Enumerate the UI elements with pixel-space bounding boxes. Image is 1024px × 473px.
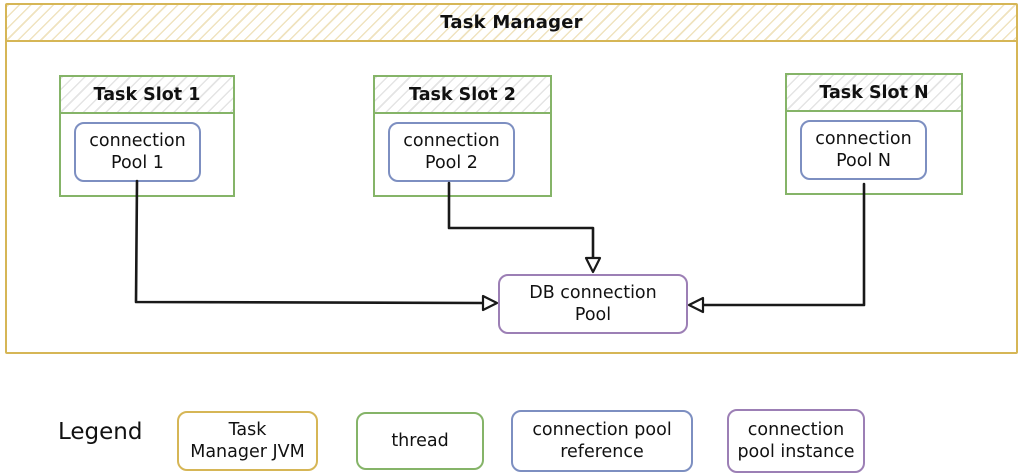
connection-pool-n-node: connection Pool N xyxy=(800,120,927,180)
legend-connection-pool-instance: connection pool instance xyxy=(727,409,865,473)
legend-connection-pool-reference: connection pool reference xyxy=(511,410,693,472)
legend-thread: thread xyxy=(356,412,484,470)
task-manager-title: Task Manager xyxy=(440,12,583,33)
task-slot-1: Task Slot 1 connection Pool 1 xyxy=(59,75,235,197)
task-slot-1-title: Task Slot 1 xyxy=(61,77,233,114)
legend-task-manager-jvm: Task Manager JVM xyxy=(177,411,318,471)
connection-pool-2-node: connection Pool 2 xyxy=(388,122,515,182)
connection-pool-1-node: connection Pool 1 xyxy=(74,122,201,182)
task-slot-n: Task Slot N connection Pool N xyxy=(785,73,963,195)
task-manager-banner: Task Manager xyxy=(7,5,1016,42)
task-slot-n-title: Task Slot N xyxy=(787,75,961,112)
task-slot-2: Task Slot 2 connection Pool 2 xyxy=(373,75,552,197)
task-slot-2-title: Task Slot 2 xyxy=(375,77,550,114)
db-connection-pool-node: DB connection Pool xyxy=(498,274,688,334)
legend-label: Legend xyxy=(58,419,143,445)
